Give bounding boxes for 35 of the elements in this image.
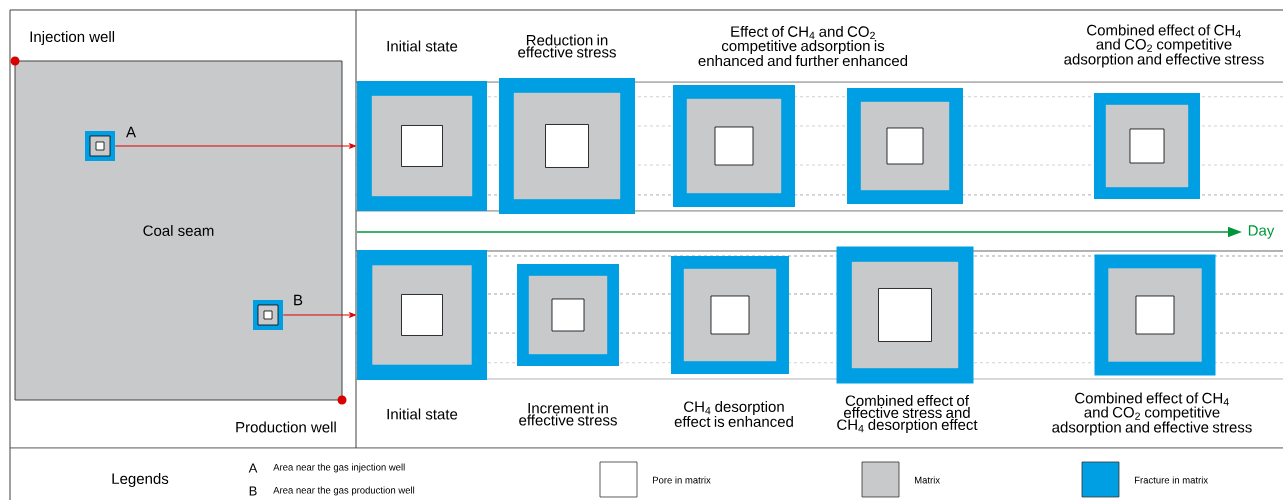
arrow (282, 312, 356, 318)
fracture-matrix-square (671, 256, 789, 374)
fracture-matrix-square (673, 85, 795, 207)
stage-caption: Combined effect of CH$_{4}$ and CO$_{2}$ competitive adsorption and effective stress (1064, 24, 1264, 68)
fracture-matrix-square (1094, 93, 1200, 199)
sample-square (253, 300, 283, 330)
stage-caption: Combined effect of CH$_{4}$ and CO$_{2}$ competitive adsorption and effective stress (1052, 392, 1252, 436)
axis-label: Day (1248, 225, 1275, 239)
sample-square (85, 131, 115, 161)
fracture-matrix-square (357, 81, 487, 211)
arrow (114, 143, 356, 149)
legend-letter: B (249, 486, 257, 496)
legend-title: Legends (112, 473, 169, 487)
stage-caption: Initial state (387, 40, 458, 52)
fracture-matrix-square (847, 88, 963, 204)
stage-caption: CH$_{4}$ desorption effect is enhanced (674, 401, 793, 427)
fracture-matrix-square (836, 246, 974, 384)
stage-caption: Reduction in effective stress (518, 34, 616, 58)
callout-letter: B (294, 294, 303, 306)
stage-caption: Effect of CH$_{4}$ and CO$_{2}$ competitive adsorption is enhanced and further enhanced (698, 25, 908, 67)
label-text: Injection well (30, 31, 115, 45)
legend-text: Pore in matrix (653, 476, 711, 484)
legend-text: Area near the gas injection well (273, 463, 405, 473)
fracture-matrix-square (1094, 254, 1216, 376)
label-text: Production well (236, 421, 336, 433)
fracture-matrix-square (517, 264, 619, 366)
legend-letter: A (248, 463, 258, 473)
stage-caption: Initial state (387, 408, 458, 420)
legend-text: Area near the gas production well (273, 486, 415, 496)
fracture-matrix-square (499, 78, 635, 214)
fracture-matrix-square (357, 250, 487, 380)
stage-caption: Increment in effective stress (519, 402, 617, 426)
legend-text: Fracture in matrix (1135, 476, 1208, 484)
callout-letter: A (126, 126, 136, 138)
legend-text: Matrix (915, 476, 940, 484)
